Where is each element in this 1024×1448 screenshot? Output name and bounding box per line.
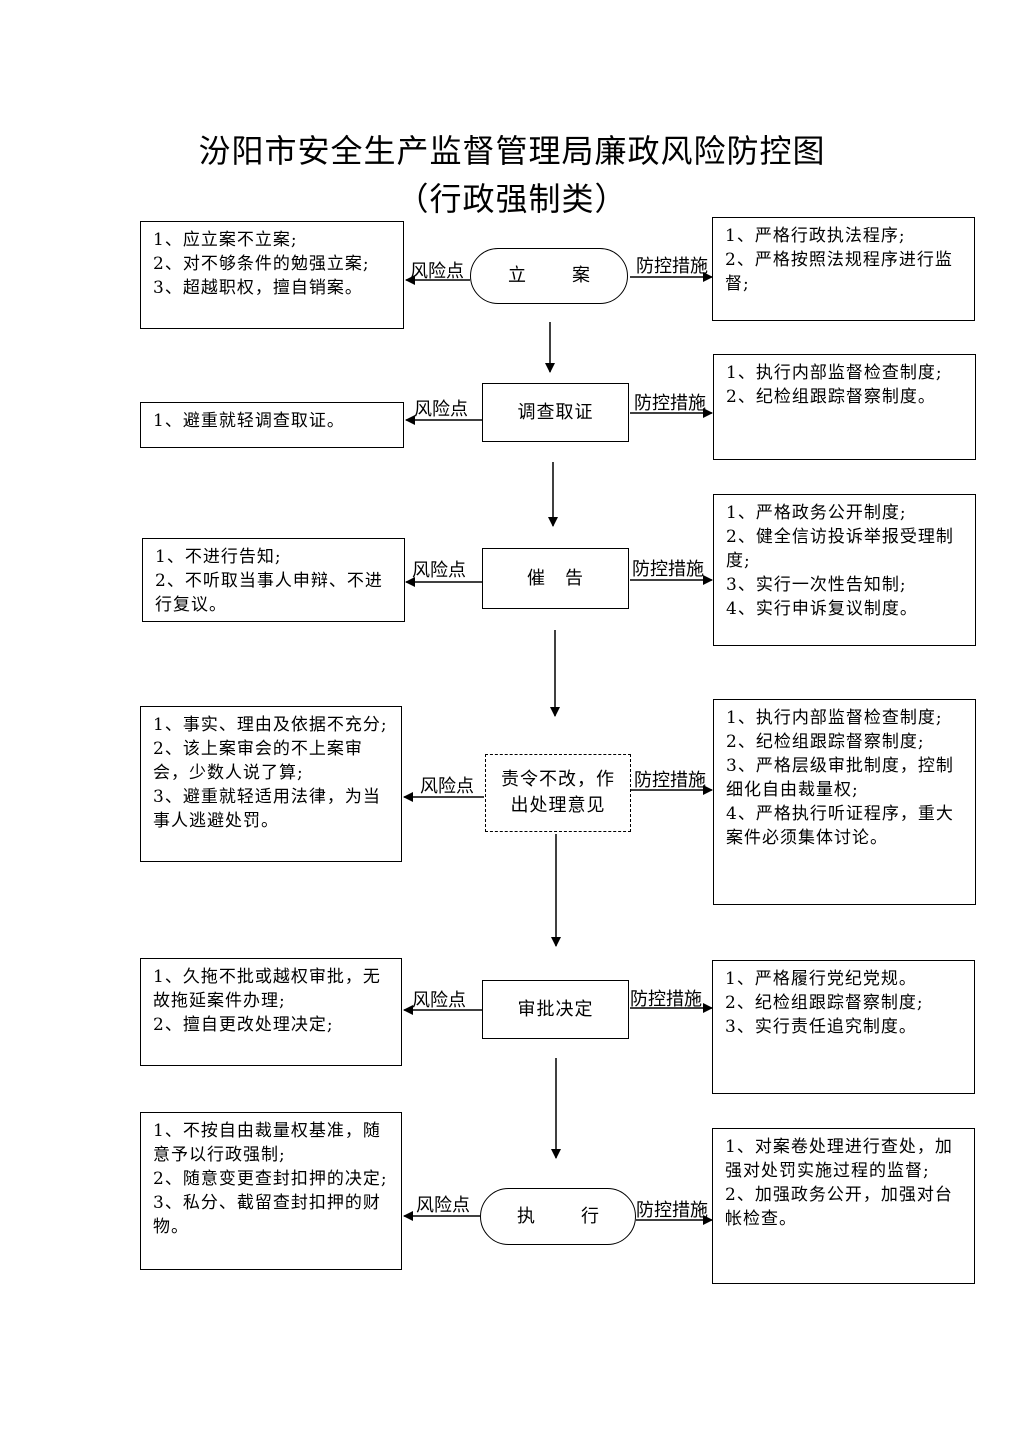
measure-box-1: 1、严格行政执法程序; 2、严格按照法规程序进行监督; <box>712 217 975 321</box>
risk-box-3: 1、不进行告知; 2、不听取当事人申辩、不进行复议。 <box>142 538 405 622</box>
step-node-5: 审批决定 <box>482 980 629 1039</box>
risk-label-4: 风险点 <box>420 776 474 797</box>
measure-label-5: 防控措施 <box>630 989 702 1010</box>
measure-box-2: 1、执行内部监督检查制度; 2、纪检组跟踪督察制度。 <box>713 354 976 460</box>
measure-box-6: 1、对案卷处理进行查处，加强对处罚实施过程的监督; 2、加强政务公开，加强对台帐… <box>712 1128 975 1284</box>
measure-label-1: 防控措施 <box>636 256 708 277</box>
page-title: 汾阳市安全生产监督管理局廉政风险防控图 <box>198 132 826 170</box>
risk-label-3: 风险点 <box>412 560 466 581</box>
measure-box-5: 1、严格履行党纪党规。 2、纪检组跟踪督察制度; 3、实行责任追究制度。 <box>712 960 975 1094</box>
measure-label-3: 防控措施 <box>632 559 704 580</box>
risk-label-2: 风险点 <box>414 399 468 420</box>
step-node-1: 立 案 <box>470 248 628 304</box>
page-subtitle: （行政强制类） <box>396 180 628 218</box>
step-node-4: 责令不改，作出处理意见 <box>485 754 631 832</box>
measure-box-4: 1、执行内部监督检查制度; 2、纪检组跟踪督察制度; 3、严格层级审批制度，控制… <box>713 699 976 905</box>
risk-label-1: 风险点 <box>410 261 464 282</box>
risk-box-6: 1、不按自由裁量权基准，随意予以行政强制; 2、随意变更查封扣押的决定; 3、私… <box>140 1112 402 1270</box>
risk-label-6: 风险点 <box>416 1195 470 1216</box>
step-node-3: 催 告 <box>482 548 629 609</box>
risk-box-4: 1、事实、理由及依据不充分; 2、该上案审会的不上案审会，少数人说了算; 3、避… <box>140 706 402 862</box>
step-node-2: 调查取证 <box>482 383 629 442</box>
measure-label-2: 防控措施 <box>634 393 706 414</box>
risk-label-5: 风险点 <box>412 990 466 1011</box>
measure-label-6: 防控措施 <box>636 1200 708 1221</box>
measure-label-4: 防控措施 <box>634 770 706 791</box>
risk-box-1: 1、应立案不立案; 2、对不够条件的勉强立案; 3、超越职权，擅自销案。 <box>140 221 404 329</box>
risk-box-2: 1、避重就轻调查取证。 <box>140 402 404 448</box>
risk-box-5: 1、久拖不批或越权审批，无故拖延案件办理; 2、擅自更改处理决定; <box>140 958 402 1066</box>
step-node-6: 执 行 <box>480 1188 636 1245</box>
measure-box-3: 1、严格政务公开制度; 2、健全信访投诉举报受理制度; 3、实行一次性告知制; … <box>713 494 976 646</box>
